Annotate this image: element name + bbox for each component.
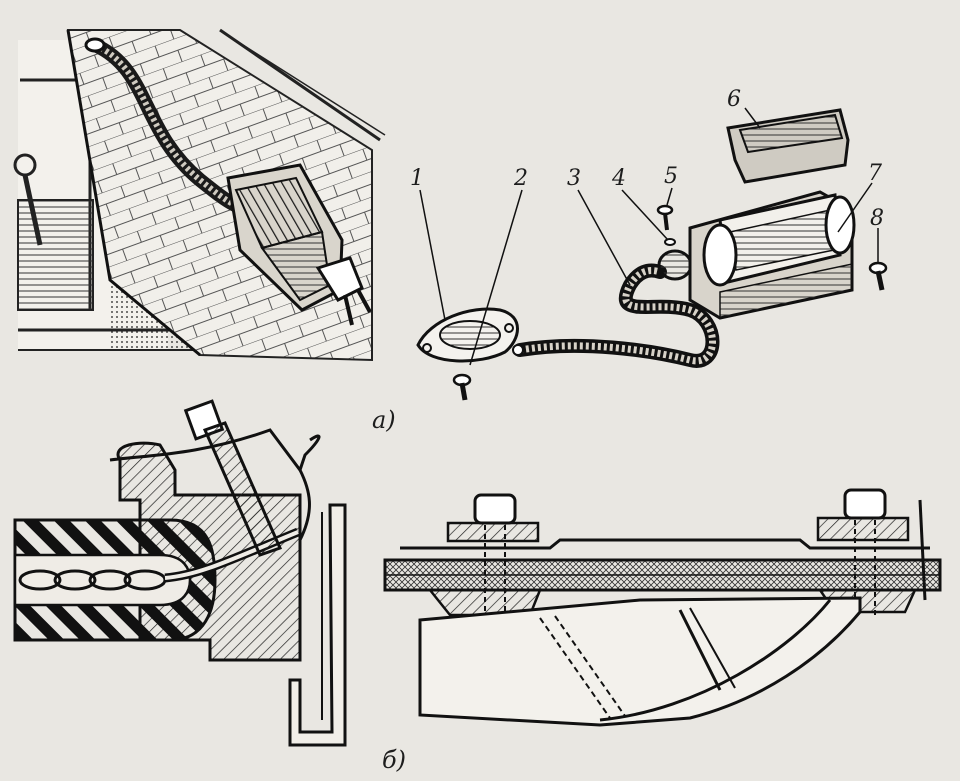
label-6: 6	[727, 87, 741, 112]
screw-2	[452, 373, 472, 401]
label-5: 5	[664, 164, 678, 189]
figure-captions: а) б)	[372, 406, 406, 774]
part-labels: 1 2 3 4 5 6 7 8	[410, 87, 884, 231]
label-3: 3	[567, 166, 581, 191]
exploded-view	[416, 107, 888, 401]
label-4: 4	[611, 166, 626, 191]
label-1: 1	[410, 166, 424, 191]
lamp-housing-7	[688, 190, 856, 320]
installed-lamp-view	[13, 28, 386, 362]
section-left	[13, 399, 347, 747]
label-2: 2	[513, 166, 528, 191]
caption-a: а)	[372, 406, 396, 434]
connector-4	[657, 238, 693, 281]
label-8: 8	[870, 206, 884, 231]
screw-5	[656, 204, 674, 231]
label-7: 7	[868, 161, 882, 186]
bolt-right	[816, 488, 910, 615]
screw-8	[868, 261, 888, 291]
section-right	[383, 488, 942, 727]
caption-b: б)	[382, 746, 406, 774]
lens-cover-6	[726, 108, 850, 184]
bolt-left	[446, 493, 540, 620]
